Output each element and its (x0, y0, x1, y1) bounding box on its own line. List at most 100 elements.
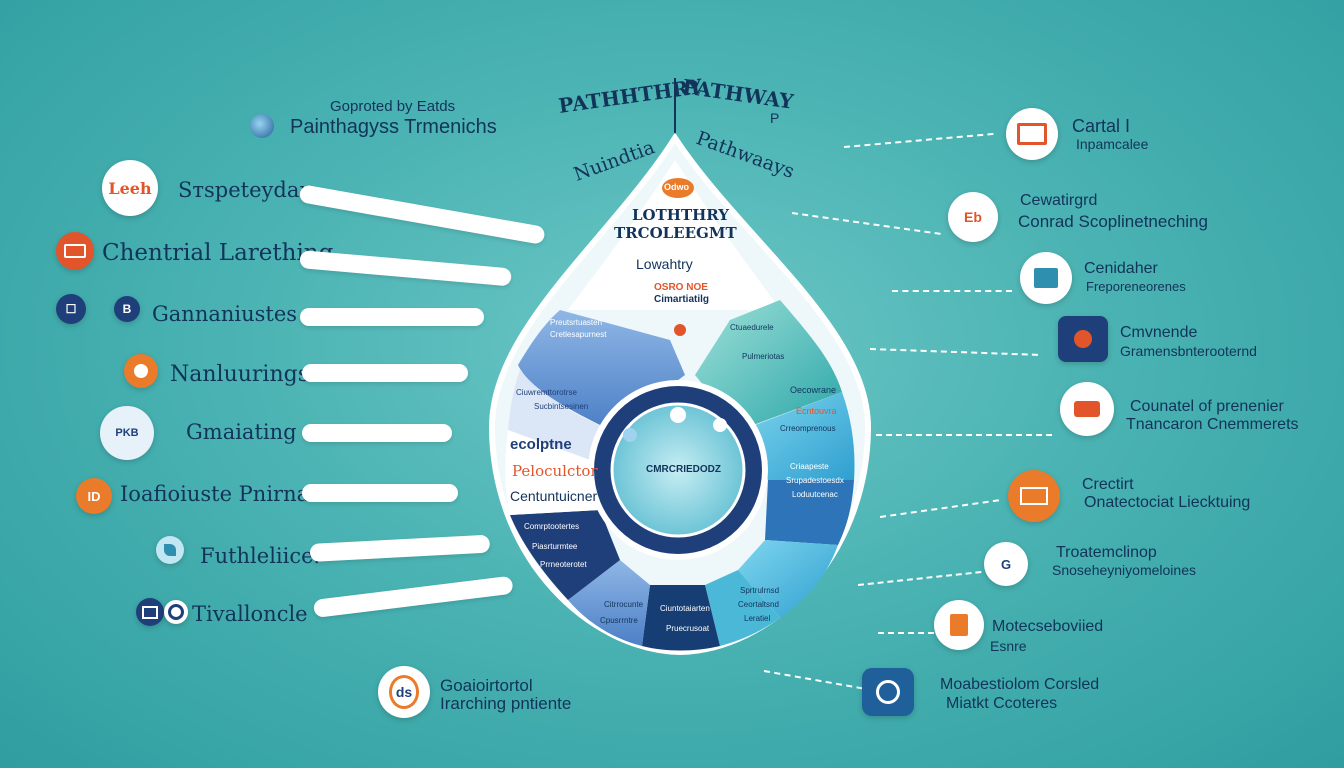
seg-bl-text-1: Comrptootertes (524, 522, 580, 531)
seg-tl-text-2: Cretlesapurnest (550, 330, 607, 339)
document-icon (950, 614, 968, 636)
left-label-7: Futhleliice. (200, 544, 321, 568)
right-dash-6 (879, 499, 999, 518)
seg-right-upper (742, 392, 855, 480)
title-divider (674, 78, 676, 142)
left-label-5: Gmaiating (186, 420, 297, 444)
red-dot (674, 324, 686, 336)
seg-bottom-left (568, 560, 650, 646)
right-sub-5: Tnancaron Cnemmerets (1126, 416, 1299, 433)
right-dash-5 (876, 434, 1052, 436)
inner-core (610, 402, 746, 538)
seg-r2-text-2: Ecntouvra (796, 406, 837, 416)
seg-r1-text-1: Ctuaedurele (730, 323, 774, 332)
title-hint: P (770, 110, 780, 126)
seg-ml-text-2: Sucbintsesinen (534, 402, 589, 411)
seg-b2-text-1: Ciuntotaiarten (660, 604, 710, 613)
seg-b3-text-3: Leratiel (744, 614, 771, 623)
seg-ml-text-1: Ciuwremttorotrse (516, 388, 577, 397)
top-wedge (568, 160, 780, 310)
drop-label-a: OSRO NOE (654, 282, 708, 293)
truck-icon (1020, 487, 1048, 505)
bottom-left-icon-text: ds (388, 675, 420, 709)
center-text: CMRCRIEDODZ (646, 464, 721, 475)
left-icon-5-text: PKB (115, 427, 139, 439)
right-dash-4 (869, 348, 1038, 356)
right-sub-4: Gramensbnterooternd (1120, 343, 1257, 359)
left-label-2: Chentrial Larething (102, 240, 334, 266)
right-icon-9 (862, 668, 914, 716)
left-icon-2 (56, 232, 94, 270)
right-sub-3: Freporeneorenes (1086, 279, 1186, 294)
right-title-5: Counatel of prenenier (1130, 398, 1284, 415)
left-label-8: Tivalloncle (192, 602, 308, 626)
right-icon-4 (1058, 316, 1108, 362)
left-label-3: Gannaniustes (152, 302, 298, 326)
seg-r2-text-3: Crreomprenous (780, 424, 836, 433)
left-label-6: Ioafioiuste Pnirnal (120, 482, 316, 506)
left-connector-5 (302, 424, 452, 442)
title-right: PATHWAY (680, 74, 795, 114)
register-icon (1034, 268, 1058, 288)
drop-left-side-2: Peloculctor (512, 462, 598, 480)
seg-r2-text-1: Oecowrane (790, 385, 837, 395)
left-icon-6: ID (76, 478, 112, 514)
right-title-8: Motecseboviied (992, 618, 1104, 635)
chat-icon (134, 364, 148, 378)
right-title-3: Cenidaher (1084, 260, 1158, 277)
left-icon-4 (124, 354, 158, 388)
seg-r1-text-2: Pulmeriotas (742, 352, 785, 361)
tablet-icon (1017, 123, 1047, 145)
device-icon (1074, 330, 1092, 348)
seg-bottom-mid (642, 585, 720, 651)
left-label-1: Sтspеtеydar (178, 178, 310, 202)
seg-right-mid (765, 480, 854, 545)
drop-subheading: Lowahtry (636, 256, 693, 272)
right-dash-9 (763, 670, 863, 690)
ring-icon-2 (623, 428, 637, 442)
right-icon-5 (1060, 382, 1114, 436)
left-icon-3-text: B (122, 302, 132, 316)
right-title-9: Moabestiolom Corsled (940, 676, 1100, 693)
drop-left-side-1: ecolptne (510, 436, 572, 453)
left-icon-8b (164, 600, 188, 624)
ring-icon-3 (713, 418, 727, 432)
right-title-2: Cewatirgrd (1020, 192, 1098, 209)
right-sub-6: Onatectociat Liecktuing (1084, 494, 1251, 511)
seg-b2-text-2: Pruecrusoat (666, 624, 710, 633)
right-title-1: Cartal I (1072, 116, 1131, 136)
drop-top-badge: Odwo (664, 182, 689, 192)
seg-tl-text-1: Preutsrtuasten (550, 318, 603, 327)
seg-r3-text-1: Criaapeste (790, 462, 829, 471)
right-dash-3 (892, 290, 1012, 292)
left-icon-5: PKB (100, 406, 154, 460)
seg-b1-text-1: Citrrocunte (604, 600, 644, 609)
left-icon-1-text: Leeh (108, 178, 152, 198)
gs-logo-icon: G (1000, 556, 1012, 572)
pathway-drop (488, 132, 872, 656)
card-icon (64, 244, 86, 258)
drop-heading-1: LOTHTHRY (632, 206, 729, 224)
seg-b3-text-1: Sprtrulrnsd (740, 586, 780, 595)
left-icon-7 (156, 536, 184, 564)
seg-bottom-right (705, 570, 780, 646)
left-label-4: Nanluurings (170, 362, 310, 387)
meeting-icon (1074, 401, 1100, 417)
left-icon-6-text: ID (87, 488, 101, 504)
right-sub-8: Esnre (990, 638, 1027, 654)
left-icon-8a (136, 598, 164, 626)
target-icon (168, 604, 184, 620)
right-icon-2: Eb (948, 192, 998, 242)
top-badge-shape (662, 178, 694, 198)
bottom-left-line2: Irarching pntiente (440, 694, 572, 713)
seg-right-lower (738, 540, 838, 618)
left-icon-1: Leeh (102, 160, 158, 216)
attribution-line2: Painthagyss Trmenichs (290, 116, 497, 138)
drop-heading-2: TRCOLEEGMT (614, 224, 737, 242)
right-title-7: Troatemclinop (1056, 544, 1157, 561)
seg-upper-right (695, 300, 842, 430)
right-sub-1: Inpamcalee (1076, 136, 1149, 152)
right-icon-6 (1008, 470, 1060, 522)
left-connector-4 (302, 364, 468, 382)
seg-r3-text-3: Loduutcenac (792, 490, 838, 499)
